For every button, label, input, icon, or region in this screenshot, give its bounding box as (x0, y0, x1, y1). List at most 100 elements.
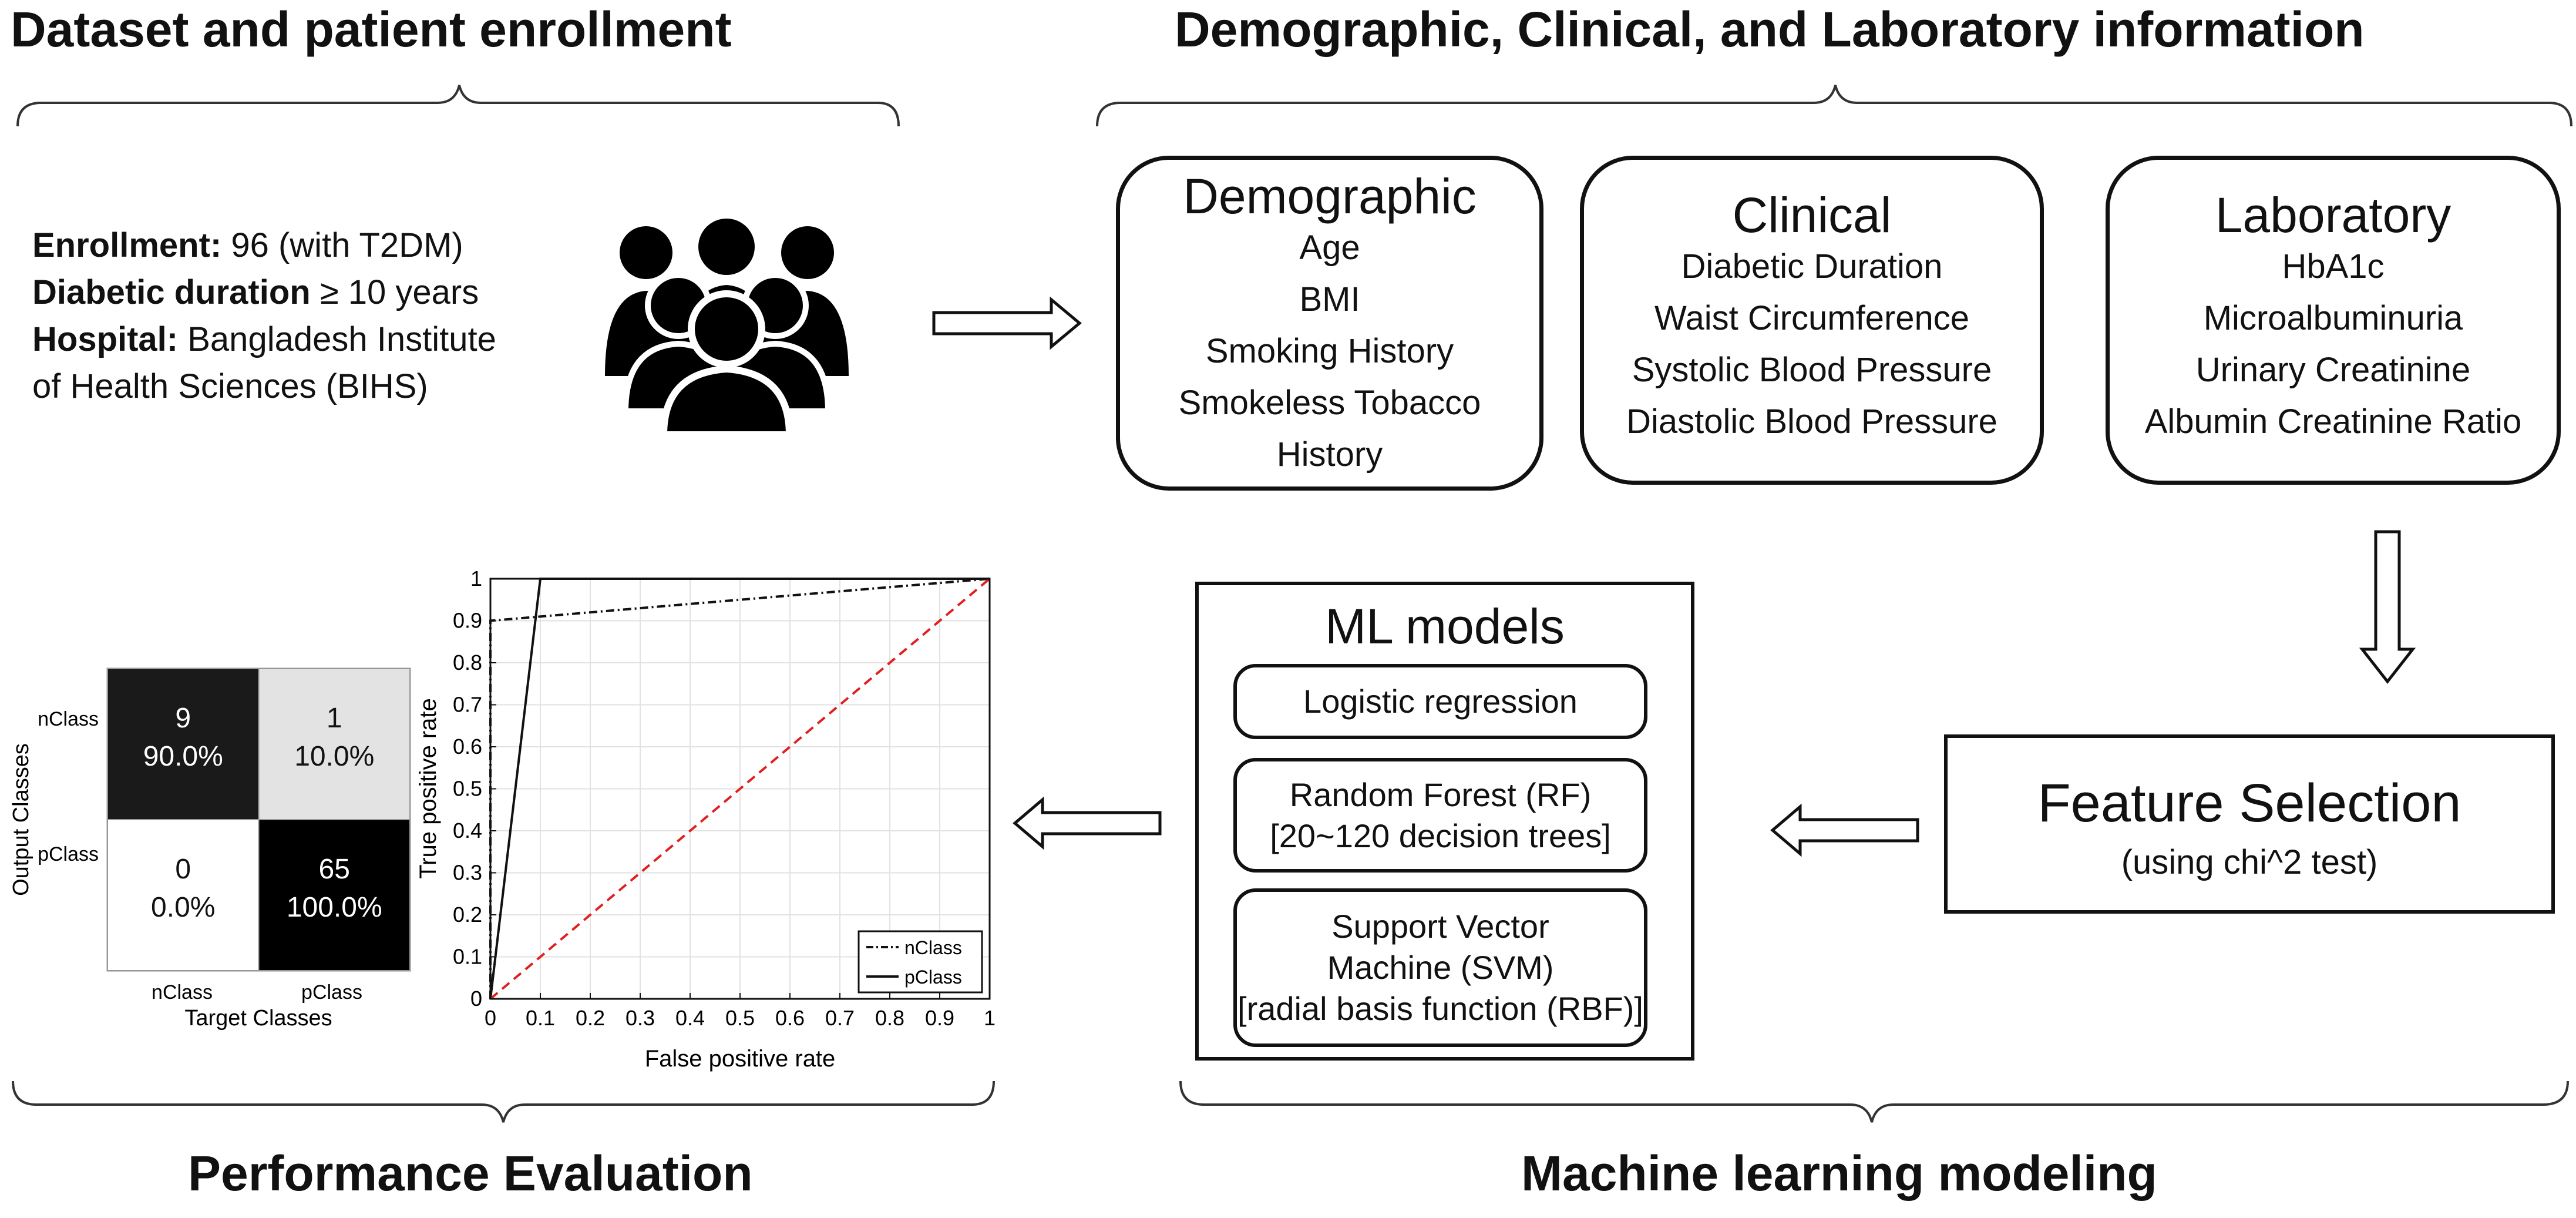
enrollment-line: Enrollment: 96 (with T2DM) (32, 222, 496, 269)
x-tick-label: 0 (485, 1006, 496, 1030)
x-tick-label: 1 (984, 1006, 996, 1030)
y-tick-label: 0.1 (453, 945, 482, 969)
clinical-item: Diastolic Blood Pressure (1626, 402, 1997, 441)
random-forest-box: Random Forest (RF) [20~120 decision tree… (1233, 758, 1647, 873)
svm-label: Support Vector (1331, 908, 1549, 945)
hospital-label: Hospital: (32, 320, 179, 358)
x-tick-label: 0.4 (675, 1006, 705, 1030)
y-tick-label: 0.6 (453, 734, 482, 759)
cm-cell (107, 668, 260, 820)
cm-cell-count: 9 (175, 703, 191, 734)
clinical-item: Waist Circumference (1654, 299, 1970, 338)
cm-cell-count: 1 (327, 703, 342, 734)
cm-cell-count: 0 (175, 854, 191, 885)
y-tick-label: 0 (470, 987, 482, 1011)
cm-col-label: nClass (152, 981, 213, 1004)
cm-cell-percent: 100.0% (287, 892, 382, 923)
cm-xlabel: Target Classes (184, 1006, 332, 1031)
demographic-item: Smoking History (1205, 332, 1454, 371)
random-forest-detail: [20~120 decision trees] (1270, 817, 1611, 854)
x-tick-label: 0.9 (925, 1006, 954, 1030)
cm-cell (107, 819, 260, 971)
y-tick-label: 0.4 (453, 818, 482, 843)
legend-label: nClass (904, 937, 962, 958)
cm-cell-percent: 90.0% (143, 741, 223, 772)
cm-row-label: nClass (38, 708, 99, 730)
cm-ylabel: Output Classes (9, 743, 33, 896)
brace-dataset (16, 85, 900, 127)
cm-cell-percent: 0.0% (151, 892, 215, 923)
laboratory-item: Microalbuminuria (2203, 299, 2463, 338)
y-tick-label: 0.8 (453, 650, 482, 675)
y-tick-label: 0.2 (453, 902, 482, 927)
logistic-regression-label: Logistic regression (1303, 683, 1578, 720)
demographic-item: History (1276, 435, 1383, 474)
arrow-left-icon (1013, 796, 1162, 850)
svm-box: Support Vector Machine (SVM) [radial bas… (1233, 888, 1647, 1047)
ml-models-box: ML models (1195, 582, 1694, 1061)
duration-label: Diabetic duration (32, 273, 311, 311)
clinical-box: Clinical Diabetic Duration Waist Circumf… (1580, 156, 2044, 485)
demographic-title: Demographic (1183, 169, 1477, 224)
cm-cell (258, 819, 411, 971)
ml-models-title: ML models (1325, 599, 1565, 654)
arrow-right-icon (932, 296, 1082, 350)
brace-ml (1179, 1081, 2569, 1123)
enrollment-info: Enrollment: 96 (with T2DM) Diabetic dura… (32, 222, 496, 410)
x-tick-label: 0.6 (775, 1006, 805, 1030)
enrollment-label: Enrollment: (32, 226, 222, 264)
cm-cell-count: 65 (319, 854, 350, 885)
brace-performance (12, 1081, 995, 1123)
laboratory-title: Laboratory (2215, 187, 2451, 243)
duration-line: Diabetic duration ≥ 10 years (32, 269, 496, 316)
hospital-line-2: of Health Sciences (BIHS) (32, 363, 496, 410)
hospital-value: Bangladesh Institute (178, 320, 496, 358)
x-tick-label: 0.1 (526, 1006, 555, 1030)
enrollment-value: 96 (with T2DM) (221, 226, 463, 264)
demographic-item: Age (1299, 229, 1360, 267)
svm-label-2: Machine (SVM) (1327, 949, 1554, 986)
cm-row-label: pClass (38, 843, 99, 865)
dataset-title: Dataset and patient enrollment (11, 2, 732, 57)
performance-title: Performance Evaluation (188, 1146, 753, 1201)
svm-detail: [radial basis function (RBF)] (1237, 990, 1643, 1027)
demographic-item: Smokeless Tobacco (1178, 384, 1481, 422)
y-tick-label: 0.7 (453, 693, 482, 717)
x-tick-label: 0.2 (576, 1006, 605, 1030)
cm-col-label: pClass (301, 981, 362, 1004)
laboratory-item: Urinary Creatinine (2195, 351, 2471, 390)
demographic-item: BMI (1299, 280, 1360, 319)
y-tick-label: 1 (470, 566, 482, 590)
duration-value: ≥ 10 years (310, 273, 479, 311)
arrow-down-icon (2359, 530, 2416, 685)
feature-selection-box: Feature Selection (using chi^2 test) (1944, 734, 2555, 914)
hospital-line: Hospital: Bangladesh Institute (32, 316, 496, 363)
brace-info (1096, 85, 2572, 127)
random-forest-label: Random Forest (RF) (1289, 776, 1592, 813)
roc-ylabel: True positive rate (415, 698, 441, 879)
cm-cell-percent: 10.0% (294, 741, 374, 772)
feature-selection-title: Feature Selection (2037, 773, 2461, 833)
clinical-item: Diabetic Duration (1681, 247, 1943, 286)
feature-selection-subtitle: (using chi^2 test) (2121, 843, 2378, 881)
x-tick-label: 0.3 (625, 1006, 655, 1030)
logistic-regression-box: Logistic regression (1233, 664, 1647, 739)
ml-modeling-title: Machine learning modeling (1521, 1146, 2157, 1201)
y-tick-label: 0.5 (453, 777, 482, 801)
x-tick-label: 0.8 (875, 1006, 904, 1030)
laboratory-item: HbA1c (2282, 247, 2385, 286)
roc-legend: nClass pClass (857, 930, 983, 994)
x-tick-label: 0.7 (825, 1006, 855, 1030)
clinical-title: Clinical (1732, 187, 1892, 243)
y-tick-label: 0.3 (453, 861, 482, 885)
roc-series-chance-line (489, 578, 991, 1000)
laboratory-box: Laboratory HbA1c Microalbuminuria Urinar… (2106, 156, 2561, 485)
y-tick-label: 0.9 (453, 609, 482, 633)
clinical-item: Systolic Blood Pressure (1632, 351, 1992, 390)
info-title: Demographic, Clinical, and Laboratory in… (1175, 2, 2365, 57)
